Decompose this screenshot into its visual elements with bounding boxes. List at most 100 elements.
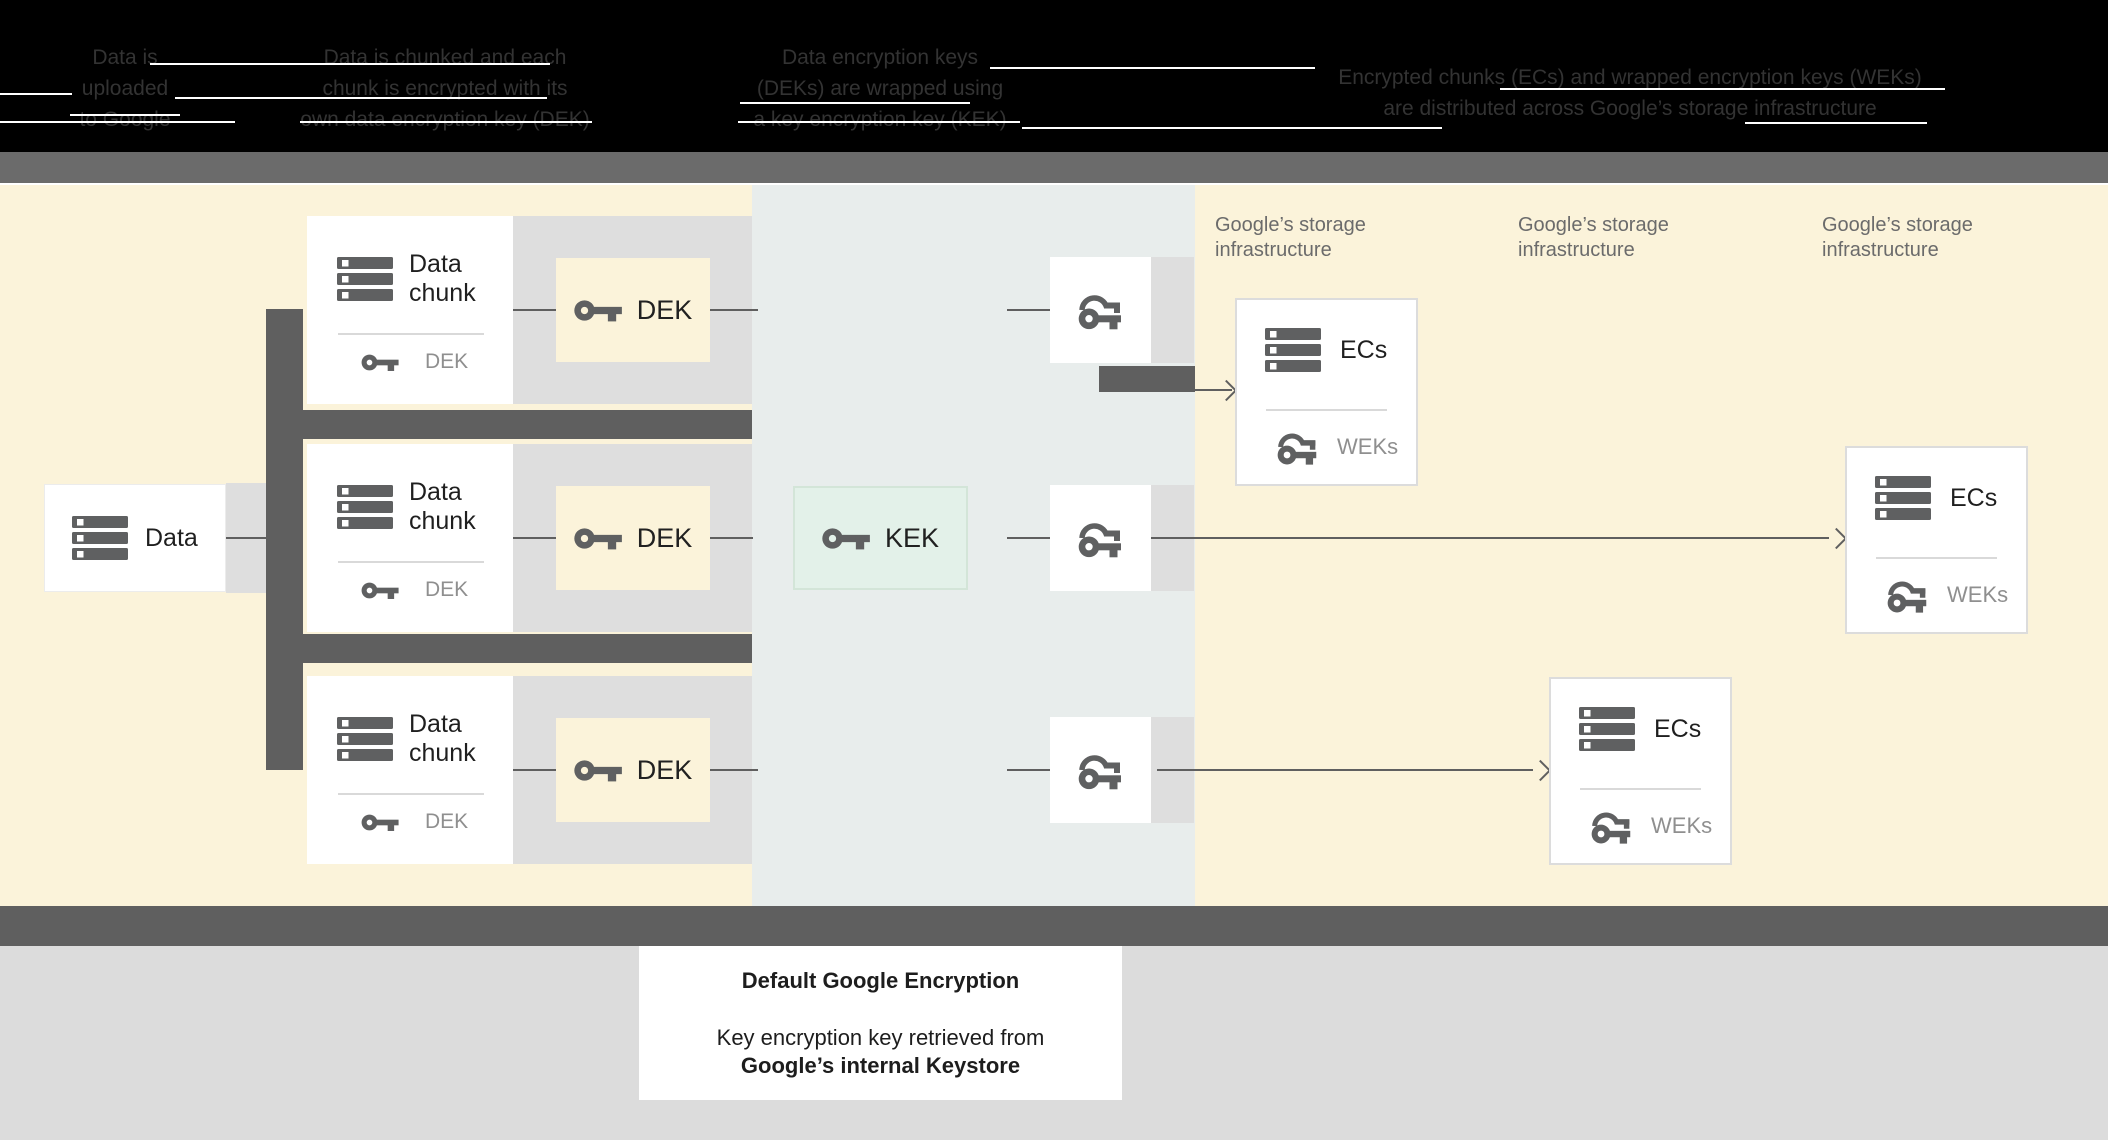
connector-line [1007,537,1050,539]
ecs-box-title: ECs [1950,483,1998,512]
chunk-box-header: Data chunk [337,478,476,536]
divider [338,793,484,795]
server-icon [337,485,393,529]
step-caption-4-line2: are distributed across Google’s storage … [1383,97,1877,120]
wrapped-key-icon [1076,515,1126,561]
divider [1876,557,1997,559]
caption-body: Key encryption key retrieved from Google… [639,1024,1122,1080]
caption-box: Default Google Encryption Key encryption… [639,946,1122,1100]
connector-line [1007,769,1050,771]
storage-label-line: infrastructure [1518,239,1635,261]
header-artifact-line [70,114,180,116]
key-icon [361,812,399,833]
wrapped-key-icon [1076,287,1126,333]
dek-box-1: DEK [556,258,710,362]
chunk-title-line: chunk [409,279,476,307]
dek-box-2: DEK [556,486,710,590]
data-chunk-box-3: Data chunk DEK [307,676,513,864]
storage-infrastructure-label-3: Google’s storage infrastructure [1822,213,1973,263]
arrow-line [1195,389,1232,391]
chunk-dek-label: DEK [425,578,469,601]
storage-label-line: infrastructure [1822,239,1939,261]
wrapped-key-icon [1275,426,1321,468]
caption-title: Default Google Encryption [741,968,1020,993]
chunk-title-line: chunk [409,507,476,535]
wrapped-key-icon [1076,747,1126,793]
footer-area: Default Google Encryption Key encryption… [0,946,2108,1140]
wrapped-key-icon [1589,805,1635,847]
header-artifact-line [0,121,235,123]
connector-line [710,537,753,539]
key-icon [574,757,622,784]
step-caption-3-line1: Data encryption keys [781,46,979,69]
wek-flow-bar [1099,366,1195,392]
step-caption-1-line3: to Google [79,108,171,131]
dek-box-label: DEK [636,522,693,553]
ecs-box-header: ECs [1579,707,1701,751]
key-icon [574,525,622,552]
storage-label-line: Google’s storage [1518,214,1669,236]
connector-line [513,309,556,311]
server-icon [337,257,393,301]
wrapped-key-box-3 [1050,717,1151,823]
storage-label-line: Google’s storage [1822,214,1973,236]
header-artifact-line [740,102,970,104]
storage-label-line: infrastructure [1215,239,1332,261]
chunk-box-title: Data chunk [409,250,476,308]
kek-box-label: KEK [884,522,940,553]
step-caption-3-line3: a key encryption key (KEK) [753,108,1007,131]
footer-divider-bar [0,906,2108,946]
chunk-dek-row: DEK [361,802,468,842]
step-caption-4-line1: Encrypted chunks (ECs) and wrapped encry… [1338,66,1922,89]
divider [338,333,484,335]
caption-body-line1: Key encryption key retrieved from [716,1025,1045,1050]
divider [1266,409,1387,411]
step-caption-2-line3: own data encryption key (DEK) [300,108,590,131]
step-caption-3-line2: (DEKs) are wrapped using [756,77,1004,100]
server-icon [72,516,128,560]
chunk-box-title: Data chunk [409,478,476,536]
arrow-line [1151,537,1829,539]
chunk-title-line: Data [409,478,462,506]
ecs-wek-label: WEKs [1651,813,1713,838]
data-chunk-box-2: Data chunk DEK [307,444,513,632]
server-icon [1579,707,1635,751]
chunk-box-header: Data chunk [337,710,476,768]
ecs-wek-label: WEKs [1337,434,1399,459]
server-icon [337,717,393,761]
step-caption-1: Data is uploaded to Google [55,42,195,135]
header-artifact-line [1745,122,1927,124]
chunk-pipe-bar-1 [266,410,752,439]
server-icon [1875,476,1931,520]
wrapped-key-icon [1885,574,1931,616]
chunk-title-line: Data [409,710,462,738]
ecs-box-1: ECs WEKs [1235,298,1418,486]
server-icon [1265,328,1321,372]
wrapped-key-box-1 [1050,257,1151,363]
chunk-dek-row: DEK [361,570,468,610]
chunk-spine-bar [266,309,303,770]
dek-box-3: DEK [556,718,710,822]
chunk-dek-row: DEK [361,342,468,382]
ecs-wek-row: WEKs [1885,572,2008,618]
ecs-wek-row: WEKs [1275,424,1398,470]
header-artifact-line [990,67,1315,69]
chunk-pipe-bar-2 [266,634,752,663]
data-chunk-box-1: Data chunk DEK [307,216,513,404]
connector-line [710,769,758,771]
header-artifact-line [175,97,547,99]
key-icon [361,580,399,601]
connector-line [1007,309,1050,311]
connector-line [513,537,556,539]
step-caption-1-line1: Data is [92,46,158,69]
step-caption-2-line2: chunk is encrypted with its [322,77,568,100]
ecs-box-3: ECs WEKs [1549,677,1732,865]
chunk-box-title: Data chunk [409,710,476,768]
connector-line [513,769,556,771]
header-artifact-line [300,121,592,123]
dek-box-label: DEK [636,294,693,325]
ecs-box-title: ECs [1340,335,1388,364]
step-caption-2-line1: Data is chunked and each [323,46,567,69]
wrapped-key-box-2 [1050,485,1151,591]
